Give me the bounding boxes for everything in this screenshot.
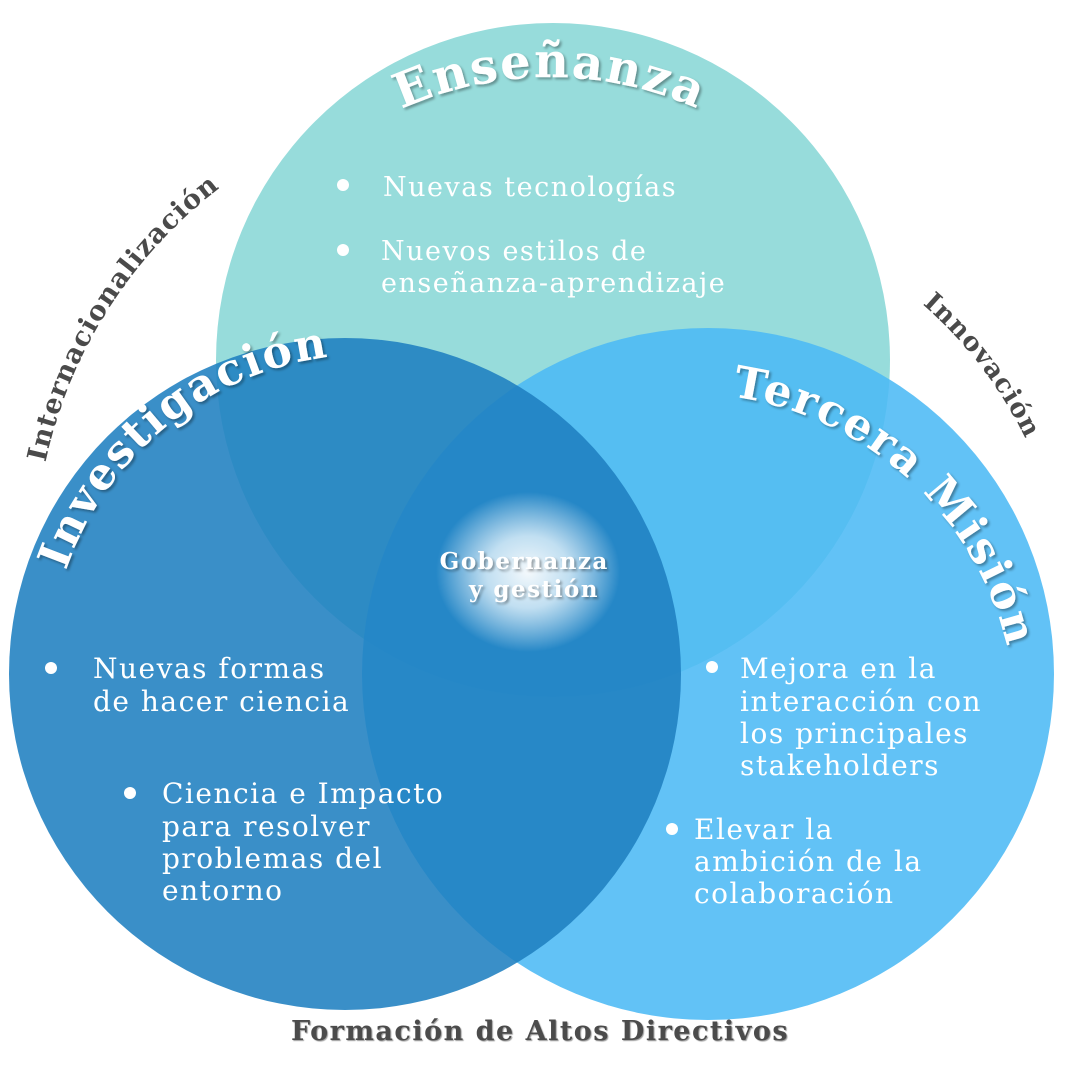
list-item-line: stakeholders — [740, 749, 940, 782]
list-item: Nuevas formas de hacer ciencia — [93, 652, 350, 718]
list-item-line: Ciencia e Impacto — [162, 777, 444, 810]
list-item: Elevar la ambición de la colaboración — [694, 813, 933, 910]
center-label-line2: y gestión — [468, 576, 599, 603]
list-item-line: interacción con — [740, 685, 982, 718]
center-glow — [436, 492, 620, 652]
list-research: Nuevas formas de hacer ciencia Ciencia e… — [45, 652, 455, 907]
bullet-dot — [124, 787, 136, 799]
list-item-line: Elevar la — [694, 813, 834, 846]
list-item: Mejora en la interacción con los princip… — [740, 652, 992, 782]
center-label-line1: Gobernanza — [440, 548, 609, 575]
list-item: Ciencia e Impacto para resolver problema… — [162, 777, 455, 907]
list-teaching: Nuevas tecnologías Nuevos estilos de ens… — [337, 172, 726, 299]
list-item: Nuevos estilos de enseñanza-aprendizaje — [381, 236, 726, 299]
footer-title: Formación de Altos Directivos — [290, 1016, 790, 1047]
list-third-mission: Mejora en la interacción con los princip… — [666, 652, 992, 910]
bullet-dot — [337, 244, 349, 256]
list-item-line: Nuevas formas — [93, 652, 326, 685]
list-item-line: Nuevos estilos de — [381, 236, 647, 267]
list-item-line: problemas del — [162, 842, 383, 875]
list-item-line: entorno — [162, 874, 284, 907]
list-item-line: Nuevas tecnologías — [383, 172, 677, 203]
list-item-line: enseñanza-aprendizaje — [381, 268, 726, 299]
list-item-line: para resolver — [162, 810, 371, 843]
list-item-line: ambición de la — [694, 845, 923, 878]
bullet-dot — [337, 179, 349, 191]
list-item-line: colaboración — [694, 877, 895, 910]
center-label: Gobernanza y gestión — [440, 548, 619, 603]
list-item-line: Mejora en la — [740, 652, 937, 685]
bullet-dot — [666, 823, 678, 835]
list-item: Nuevas tecnologías — [383, 172, 677, 203]
bullet-dot — [45, 662, 57, 674]
bullet-dot — [706, 661, 718, 673]
list-item-line: de hacer ciencia — [93, 685, 350, 718]
list-item-line: los principales — [740, 717, 969, 750]
